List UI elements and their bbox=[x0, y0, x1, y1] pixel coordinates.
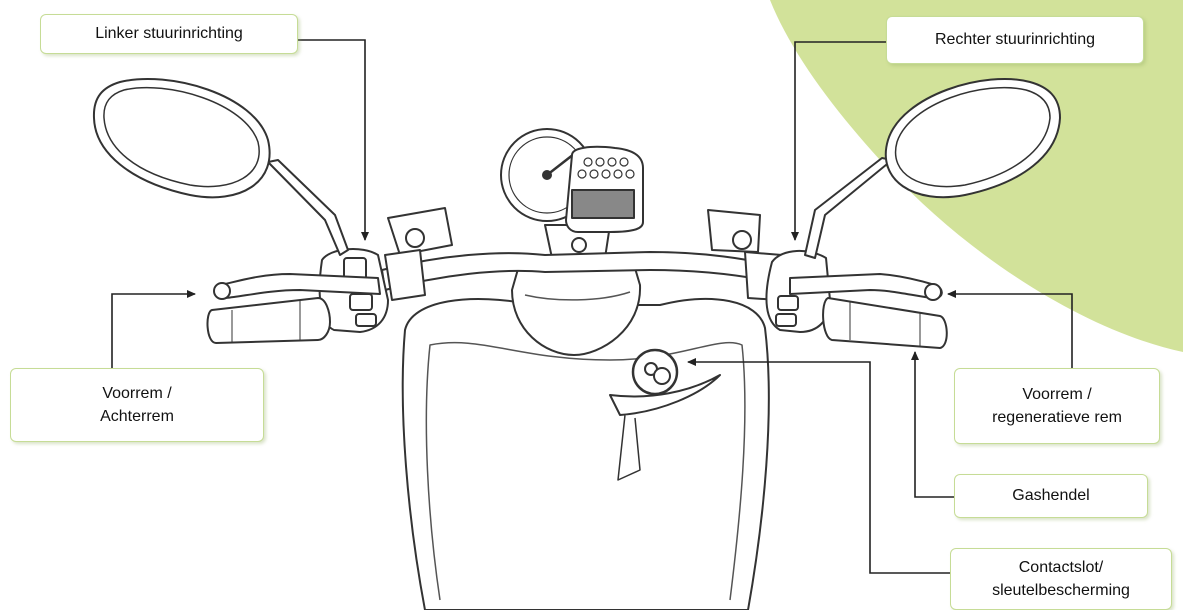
leader-lines bbox=[111, 39, 1073, 574]
leader-right-switch bbox=[791, 41, 886, 241]
left-mirror-glass bbox=[103, 86, 260, 188]
label-right-steering-switch: Rechter stuurinrichting bbox=[886, 16, 1144, 64]
left-grip bbox=[206, 297, 331, 344]
right-mirror-glass bbox=[894, 86, 1051, 188]
leader-throttle bbox=[911, 351, 955, 498]
pocket-inner bbox=[617, 414, 641, 481]
label-throttle: Gashendel bbox=[954, 474, 1148, 518]
label-ignition: Contactslot/ sleutelbescherming bbox=[950, 548, 1172, 610]
speedometer-hub bbox=[542, 170, 552, 180]
left-reservoir-cap bbox=[405, 228, 425, 248]
label-left-steering-switch: Linker stuurinrichting bbox=[40, 14, 298, 54]
label-right-brake: Voorrem / regeneratieve rem bbox=[954, 368, 1160, 444]
right-switch-button-1 bbox=[777, 295, 799, 311]
right-switch-button-2 bbox=[775, 313, 797, 327]
pocket-line bbox=[609, 374, 721, 416]
gauge-stem-bolt bbox=[571, 237, 587, 253]
left-mirror-stem bbox=[267, 159, 349, 256]
left-switch-button-2 bbox=[349, 293, 373, 311]
display-screen bbox=[571, 189, 635, 219]
right-mirror bbox=[884, 78, 1061, 199]
label-left-brake: Voorrem / Achterrem bbox=[10, 368, 264, 442]
headset-cowl bbox=[511, 257, 642, 356]
right-mirror-stem bbox=[804, 157, 893, 259]
left-mirror bbox=[92, 78, 271, 199]
leader-right-brake bbox=[947, 290, 1073, 370]
right-lever-tip bbox=[924, 283, 942, 301]
left-switch-button-3 bbox=[355, 313, 377, 327]
right-reservoir-cap bbox=[732, 230, 752, 250]
left-clamp bbox=[384, 249, 426, 301]
leader-ignition bbox=[687, 358, 950, 574]
leader-left-brake bbox=[111, 290, 196, 370]
body-recess bbox=[425, 341, 746, 601]
indicator-lights bbox=[577, 157, 635, 179]
right-grip bbox=[822, 297, 948, 349]
scooter-drawing bbox=[92, 78, 1061, 610]
leader-left-switch bbox=[298, 39, 369, 241]
left-lever-tip bbox=[213, 282, 231, 300]
ignition-key-2 bbox=[653, 367, 671, 385]
speedometer-needle bbox=[546, 153, 575, 176]
headset-detail bbox=[524, 291, 631, 301]
